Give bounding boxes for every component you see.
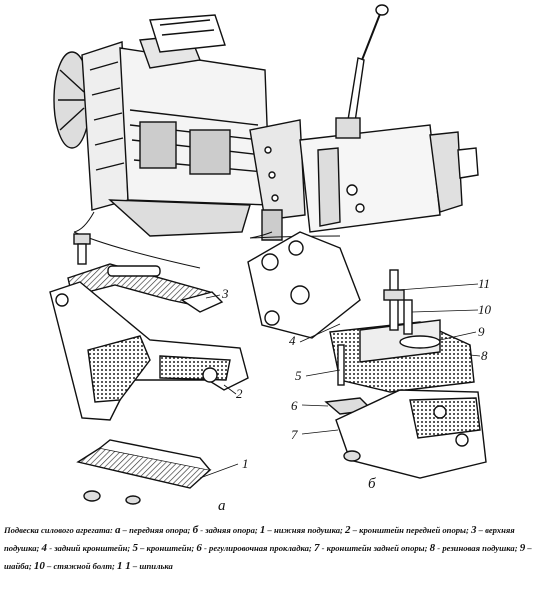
caption-key: 6 xyxy=(196,542,202,554)
clamp-bolt xyxy=(403,299,413,335)
leader-2 xyxy=(223,384,237,395)
leader-6 xyxy=(301,404,329,407)
leader-7 xyxy=(301,429,339,435)
label-6: 6 xyxy=(291,398,298,413)
front-mount-assembly xyxy=(49,233,249,505)
caption-item: 10 – стяжной болт; xyxy=(33,560,118,572)
engine-mount-diagram: 1 2 3 4 5 6 7 8 9 10 11 а б xyxy=(49,4,492,514)
caption-item: 8 - резиновая подушка; xyxy=(429,542,520,554)
caption-key: 3 xyxy=(471,524,477,536)
leader-10 xyxy=(411,309,479,313)
subfigure-label-b: б xyxy=(368,476,376,492)
caption-item: 9 – шайба; xyxy=(4,542,532,571)
label-7: 7 xyxy=(291,427,298,442)
nut-icon xyxy=(125,495,141,505)
label-2: 2 xyxy=(236,386,243,401)
leader-3 xyxy=(205,294,221,299)
leader-9 xyxy=(439,331,477,341)
caption-key: 4 xyxy=(41,542,48,554)
rear-mount-assembly xyxy=(247,231,487,479)
label-8: 8 xyxy=(481,348,488,363)
caption-item: 1 – нижняя подушка; xyxy=(259,524,346,536)
caption-item: 6 - регулировочная прокладка; xyxy=(196,542,314,554)
label-10: 10 xyxy=(478,302,492,317)
caption-item: 4 - задний кронштейн; xyxy=(41,542,133,554)
caption-key: 1 xyxy=(259,524,266,536)
caption-key: 8 xyxy=(429,542,436,554)
label-5: 5 xyxy=(295,368,302,383)
caption-item: а – передняя опора; xyxy=(114,524,193,536)
caption-key: 5 xyxy=(132,542,138,554)
caption-item: 7 - кронштейн задней опоры; xyxy=(313,542,430,554)
caption-key: б xyxy=(192,524,199,536)
leader-8 xyxy=(469,354,481,357)
figure-caption: Подвеска силового агрегата: а – передняя… xyxy=(4,521,550,575)
label-1: 1 xyxy=(242,456,249,471)
leader-1 xyxy=(199,463,239,479)
engine-block xyxy=(53,4,479,241)
caption-item: б - задняя опора; xyxy=(192,524,260,536)
label-11: 11 xyxy=(478,276,490,291)
caption-item: 3 – верхняя подушка; xyxy=(4,524,515,553)
caption-lead: Подвеска силового агрегата: xyxy=(4,525,113,535)
caption-key: 2 xyxy=(345,524,351,536)
leader-4 xyxy=(299,323,341,343)
caption-item: 1 1 – шпилька xyxy=(117,560,173,572)
nut-icon xyxy=(83,490,101,502)
caption-key: 7 xyxy=(313,542,320,554)
caption-key: 9 xyxy=(519,542,526,554)
subfigure-label-a: а xyxy=(218,498,226,514)
caption-item: 2 – кронштейн передней опоры; xyxy=(345,524,472,536)
nut-icon xyxy=(343,450,361,462)
label-9: 9 xyxy=(478,324,485,339)
washer xyxy=(399,335,441,349)
leader-5 xyxy=(305,369,341,377)
bolt-icon xyxy=(73,233,91,265)
caption-key: 1 1 xyxy=(117,560,131,572)
label-3: 3 xyxy=(221,286,229,301)
caption-key: 10 xyxy=(33,560,45,572)
caption-key: а xyxy=(114,524,121,536)
leader-11 xyxy=(397,283,479,291)
rear-bracket xyxy=(247,231,361,339)
caption-item: 5 – кронштейн; xyxy=(132,542,197,554)
label-4: 4 xyxy=(289,333,296,348)
